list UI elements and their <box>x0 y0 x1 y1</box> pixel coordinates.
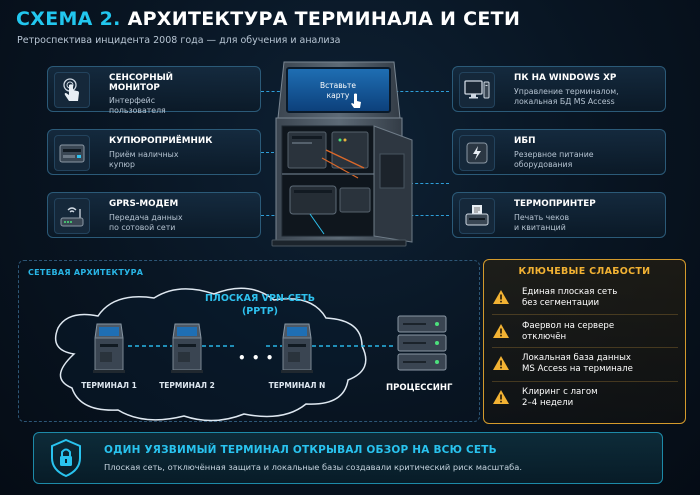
terminals-ellipsis: • • • <box>238 351 275 365</box>
title-text: АРХИТЕКТУРА ТЕРМИНАЛА И СЕТИ <box>127 8 521 30</box>
network-architecture-panel <box>18 260 480 422</box>
warning-icon <box>493 290 509 304</box>
component-desc: Управление терминалом,локальная БД MS Ac… <box>514 87 619 106</box>
printer-icon <box>459 198 495 234</box>
page-title: СХЕМА 2. АРХИТЕКТУРА ТЕРМИНАЛА И СЕТИ <box>16 8 520 30</box>
vpn-protocol-label: (PPTP) <box>241 306 279 317</box>
network-section-label: СЕТЕВАЯ АРХИТЕКТУРА <box>28 268 144 277</box>
terminal-icon-1 <box>93 323 125 373</box>
warning-icon <box>493 324 509 338</box>
desktop-pc-icon <box>459 72 495 108</box>
component-name: ПК НА WINDOWS XP <box>514 73 617 83</box>
weakness-divider <box>492 347 678 348</box>
terminal-kiosk-illustration: Вставьте карту <box>254 58 424 248</box>
vpn-network-label: ПЛОСКАЯ VPN-СЕТЬ <box>204 293 316 304</box>
component-name: КУПЮРОПРИЁМНИК <box>109 136 213 146</box>
footer-text: Плоская сеть, отключённая защита и локал… <box>104 462 523 472</box>
component-name: GPRS-МОДЕМ <box>109 199 179 209</box>
page-subtitle: Ретроспектива инцидента 2008 года — для … <box>17 35 341 46</box>
battery-ups-icon <box>459 135 495 171</box>
wifi-modem-icon <box>54 198 90 234</box>
weakness-divider <box>492 314 678 315</box>
component-card-pc: ПК НА WINDOWS XP Управление терминалом,л… <box>452 66 666 112</box>
footer-title: ОДИН УЯЗВИМЫЙ ТЕРМИНАЛ ОТКРЫВАЛ ОБЗОР НА… <box>104 444 497 456</box>
terminal-label-2: ТЕРМИНАЛ 2 <box>159 381 215 390</box>
weaknesses-panel <box>483 259 686 424</box>
terminal-label-1: ТЕРМИНАЛ 1 <box>81 381 137 390</box>
processing-server-icon <box>397 315 447 371</box>
terminal-icon-n <box>281 323 313 373</box>
component-name: ТЕРМОПРИНТЕР <box>514 199 596 209</box>
processing-label: ПРОЦЕССИНГ <box>386 383 453 393</box>
bill-acceptor-icon <box>54 135 90 171</box>
warning-icon <box>493 356 509 370</box>
kiosk-screen-line1: Вставьте <box>320 81 356 90</box>
footer-banner <box>33 432 663 484</box>
terminal-label-n: ТЕРМИНАЛ N <box>268 381 326 390</box>
component-name: ИБП <box>514 136 536 146</box>
weaknesses-title: КЛЮЧЕВЫЕ СЛАБОСТИ <box>518 266 651 277</box>
warning-icon <box>493 390 509 404</box>
shield-lock-icon <box>51 438 81 478</box>
touch-hand-icon <box>54 72 90 108</box>
title-number: СХЕМА 2. <box>16 8 121 30</box>
connector-pc <box>380 91 449 92</box>
terminal-icon-2 <box>171 323 203 373</box>
kiosk-screen-line2: карту <box>327 91 350 100</box>
weakness-divider <box>492 381 678 382</box>
